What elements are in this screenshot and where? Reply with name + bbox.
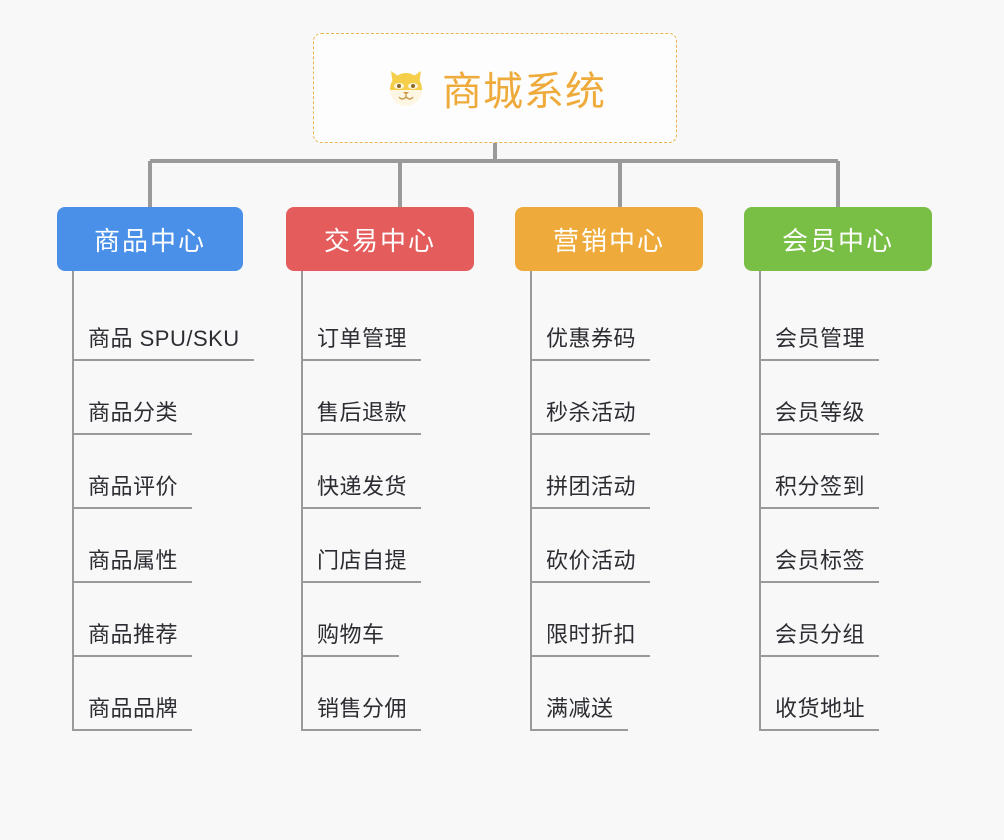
list-item[interactable]: 商品属性 [74, 509, 277, 583]
list-item[interactable]: 满减送 [532, 657, 735, 731]
leaf-label: 门店自提 [303, 543, 422, 583]
leaf-label: 会员管理 [761, 321, 880, 361]
list-item[interactable]: 会员标签 [761, 509, 964, 583]
category-header-marketing[interactable]: 营销中心 [515, 207, 703, 271]
root-node[interactable]: 商城系统 [313, 33, 677, 143]
category-header-trade[interactable]: 交易中心 [286, 207, 474, 271]
leaf-label: 拼团活动 [532, 469, 651, 509]
leaf-label: 商品推荐 [74, 617, 193, 657]
leaf-label: 购物车 [303, 617, 399, 657]
shiba-dog-emoji [384, 66, 428, 110]
list-item[interactable]: 商品品牌 [74, 657, 277, 731]
leaf-label: 商品 SPU/SKU [74, 321, 254, 361]
leaf-label: 积分签到 [761, 469, 880, 509]
leaf-label: 限时折扣 [532, 617, 651, 657]
list-item[interactable]: 会员管理 [761, 287, 964, 361]
category-header-product[interactable]: 商品中心 [57, 207, 243, 271]
category-header-label: 商品中心 [93, 225, 206, 256]
list-item[interactable]: 商品评价 [74, 435, 277, 509]
list-item[interactable]: 销售分佣 [303, 657, 506, 731]
list-item[interactable]: 订单管理 [303, 287, 506, 361]
leaf-label: 商品品牌 [74, 691, 193, 731]
leaf-label: 商品分类 [74, 395, 193, 435]
leaf-label: 销售分佣 [303, 691, 422, 731]
leaf-label: 售后退款 [303, 395, 422, 435]
list-item[interactable]: 门店自提 [303, 509, 506, 583]
category-header-label: 交易中心 [323, 225, 436, 256]
leaf-label: 商品属性 [74, 543, 193, 583]
leaf-label: 砍价活动 [532, 543, 651, 583]
list-item[interactable]: 收货地址 [761, 657, 964, 731]
list-item[interactable]: 拼团活动 [532, 435, 735, 509]
leaf-label: 秒杀活动 [532, 395, 651, 435]
list-item[interactable]: 商品分类 [74, 361, 277, 435]
leaf-list-member: 会员管理 会员等级 积分签到 会员标签 会员分组 收货地址 [759, 271, 964, 731]
list-item[interactable]: 快递发货 [303, 435, 506, 509]
category-header-member[interactable]: 会员中心 [744, 207, 932, 271]
list-item[interactable]: 商品 SPU/SKU [74, 287, 277, 361]
leaf-label: 商品评价 [74, 469, 193, 509]
category-column-marketing: 营销中心 优惠券码 秒杀活动 拼团活动 砍价活动 限时折扣 [515, 207, 735, 731]
list-item[interactable]: 售后退款 [303, 361, 506, 435]
leaf-label: 收货地址 [761, 691, 880, 731]
category-columns: 商品中心 商品 SPU/SKU 商品分类 商品评价 商品属性 商品推荐 [0, 207, 1004, 731]
leaf-label: 优惠券码 [532, 321, 651, 361]
list-item[interactable]: 限时折扣 [532, 583, 735, 657]
list-item[interactable]: 优惠券码 [532, 287, 735, 361]
leaf-label: 会员标签 [761, 543, 880, 583]
leaf-list-product: 商品 SPU/SKU 商品分类 商品评价 商品属性 商品推荐 商品品牌 [72, 271, 277, 731]
category-column-trade: 交易中心 订单管理 售后退款 快递发货 门店自提 购物车 [286, 207, 506, 731]
root-title: 商城系统 [442, 70, 606, 114]
category-column-member: 会员中心 会员管理 会员等级 积分签到 会员标签 会员分组 [744, 207, 964, 731]
list-item[interactable]: 会员等级 [761, 361, 964, 435]
list-item[interactable]: 砍价活动 [532, 509, 735, 583]
leaf-list-trade: 订单管理 售后退款 快递发货 门店自提 购物车 销售分佣 [301, 271, 506, 731]
leaf-label: 会员分组 [761, 617, 880, 657]
leaf-label: 会员等级 [761, 395, 880, 435]
leaf-label: 快递发货 [303, 469, 422, 509]
leaf-list-marketing: 优惠券码 秒杀活动 拼团活动 砍价活动 限时折扣 满减送 [530, 271, 735, 731]
list-item[interactable]: 商品推荐 [74, 583, 277, 657]
leaf-label: 满减送 [532, 691, 628, 731]
category-header-label: 营销中心 [552, 225, 665, 256]
list-item[interactable]: 购物车 [303, 583, 506, 657]
category-header-label: 会员中心 [781, 225, 894, 256]
category-column-product: 商品中心 商品 SPU/SKU 商品分类 商品评价 商品属性 商品推荐 [57, 207, 277, 731]
leaf-label: 订单管理 [303, 321, 422, 361]
list-item[interactable]: 积分签到 [761, 435, 964, 509]
list-item[interactable]: 会员分组 [761, 583, 964, 657]
list-item[interactable]: 秒杀活动 [532, 361, 735, 435]
